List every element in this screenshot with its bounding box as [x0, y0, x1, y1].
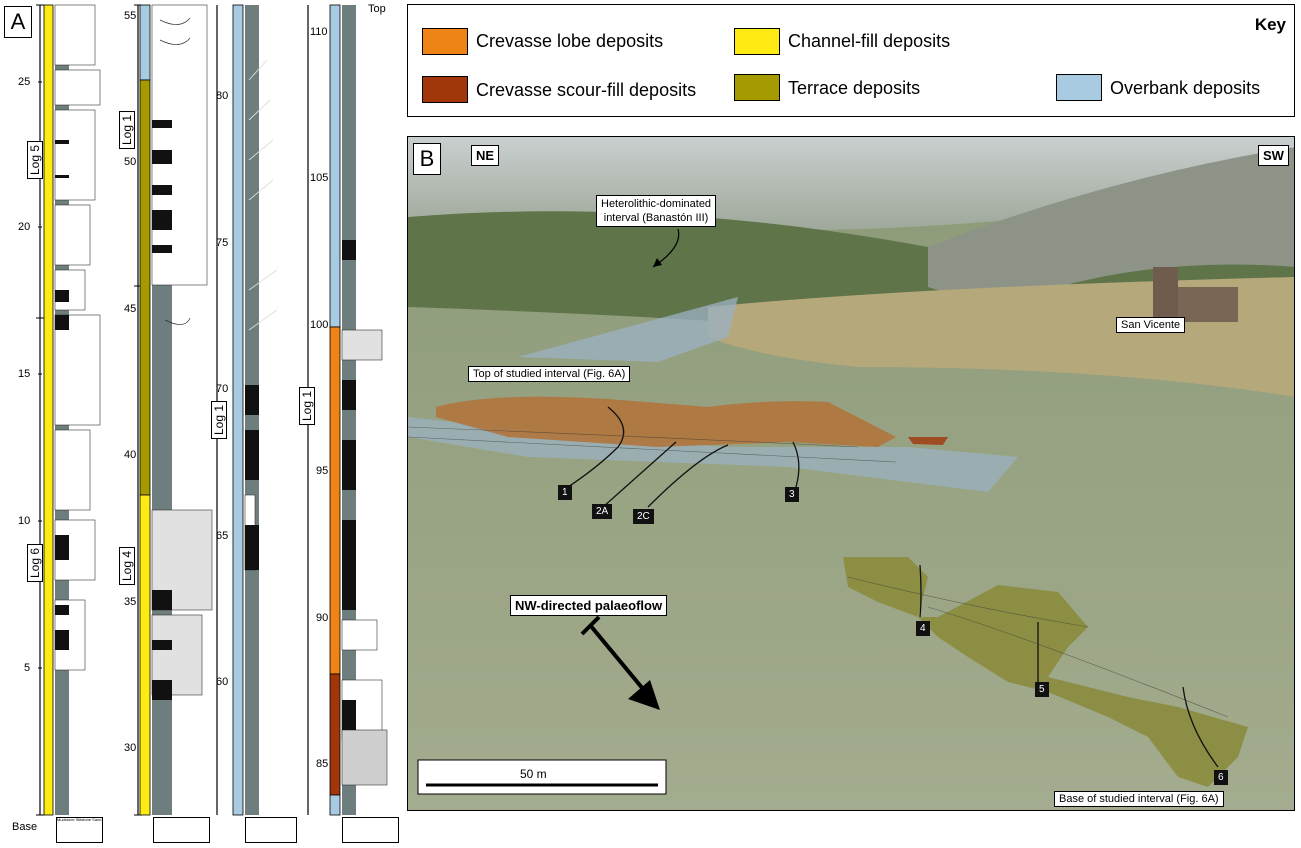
depth-tick: 110: [310, 26, 328, 38]
key-label-terrace: Terrace deposits: [788, 78, 921, 98]
base-label: Base: [12, 821, 38, 833]
grain-scale: [245, 817, 297, 843]
log-label: Log 4: [119, 546, 136, 586]
depth-tick: 85: [316, 758, 329, 770]
ne-direction-label: NE: [471, 145, 500, 166]
grain-scale-label: Mudstone: [57, 817, 75, 822]
depth-tick: 10: [18, 515, 31, 527]
sw-direction-label: SW: [1258, 145, 1289, 166]
swatch-crevasse-scour: [422, 76, 468, 103]
grain-scale-label: Siltstone: [75, 817, 92, 822]
log-label: Log 5: [27, 140, 44, 180]
swatch-terrace: [734, 74, 780, 101]
san-vicente-label: San Vicente: [1116, 317, 1186, 333]
grain-scale-label: Sand: [92, 817, 102, 822]
depth-tick: 60: [216, 676, 229, 688]
depth-tick: 75: [216, 237, 229, 249]
heterolithic-label-line: interval (Banastón III): [603, 212, 709, 224]
key-label-channel-fill: Channel-fill deposits: [788, 31, 951, 51]
depth-tick: 5: [24, 662, 31, 674]
key-label-crevasse-lobe: Crevasse lobe deposits: [476, 31, 664, 51]
log-tag-2c: 2C: [633, 509, 654, 524]
depth-tick: 95: [316, 465, 329, 477]
log-label: Log 1: [119, 110, 136, 150]
panel-a-letter: A: [4, 6, 32, 38]
top-label: Top: [368, 3, 386, 15]
grain-scale: Mudstone Siltstone Sand: [56, 817, 103, 843]
depth-tick: 15: [18, 368, 31, 380]
log-tag-4: 4: [916, 621, 930, 636]
log-column-3: [216, 4, 278, 816]
depth-tick: 65: [216, 530, 229, 542]
log-label: Log 1: [211, 400, 228, 440]
swatch-crevasse-lobe: [422, 28, 468, 55]
log-tag-5: 5: [1035, 682, 1049, 697]
log-tag-6: 6: [1214, 770, 1228, 785]
log-tag-2a: 2A: [592, 504, 613, 519]
heterolithic-interval-label: Heterolithic-dominated interval (Banastó…: [596, 195, 717, 227]
log-tag-1: 1: [558, 485, 572, 500]
depth-tick: 30: [124, 742, 137, 754]
depth-tick: 105: [310, 172, 329, 184]
grain-scale: [342, 817, 399, 843]
depth-tick: 25: [18, 76, 31, 88]
swatch-overbank: [1056, 74, 1102, 101]
depth-tick: 35: [124, 596, 137, 608]
top-of-interval-label: Top of studied interval (Fig. 6A): [468, 366, 631, 382]
heterolithic-label-line: Heterolithic-dominated: [601, 198, 712, 210]
grain-scale: [153, 817, 210, 843]
palaeoflow-label: NW-directed palaeoflow: [510, 595, 668, 616]
key-title: Key: [1254, 15, 1286, 34]
depth-tick: 70: [216, 383, 229, 395]
key-legend: Key Crevasse lobe deposits Channel-fill …: [407, 4, 1295, 117]
depth-tick: 90: [316, 612, 329, 624]
base-of-interval-label: Base of studied interval (Fig. 6A): [1054, 791, 1224, 807]
photo-scene: [408, 137, 1294, 810]
key-label-crevasse-scour: Crevasse scour-fill deposits: [476, 80, 697, 100]
log-column-4: [307, 4, 388, 816]
panel-a-sedimentary-logs: A 5 10 15 20 25 Log 5 Log 6: [0, 0, 405, 848]
panel-b-letter: B: [413, 143, 441, 175]
scale-bar-label: 50 m: [520, 767, 547, 781]
log-column-1: [36, 4, 101, 816]
log-tag-3: 3: [785, 487, 799, 502]
depth-tick: 80: [216, 90, 229, 102]
log-label: Log 6: [27, 543, 44, 583]
panel-b-outcrop-photo: B NE SW Heterolithic-dominated interval …: [407, 136, 1295, 811]
depth-tick: 20: [18, 221, 31, 233]
log-column-2: [134, 4, 213, 816]
key-label-overbank: Overbank deposits: [1110, 78, 1261, 98]
log-label: Log 1: [299, 386, 316, 426]
depth-tick: 55: [124, 10, 137, 22]
depth-tick: 45: [124, 303, 137, 315]
depth-tick: 40: [124, 449, 137, 461]
swatch-channel-fill: [734, 28, 780, 55]
depth-tick: 50: [124, 156, 137, 168]
depth-tick: 100: [310, 319, 329, 331]
